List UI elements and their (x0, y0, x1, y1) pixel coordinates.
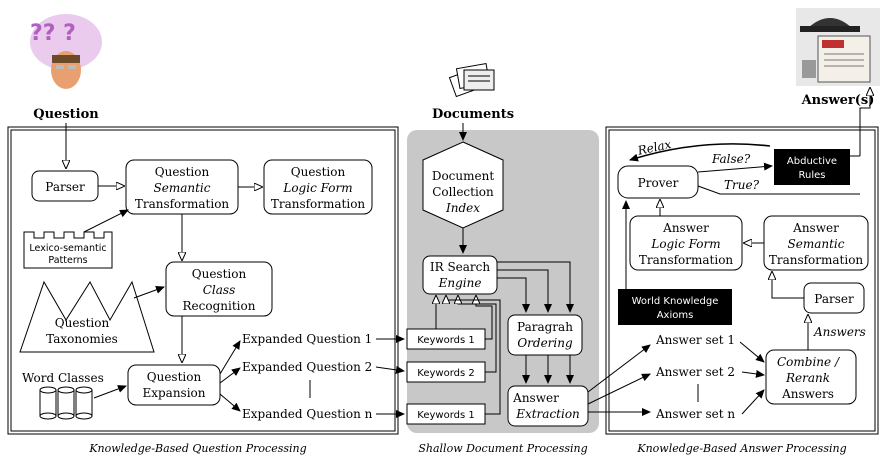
ir-search-engine-node: IR Search Engine (422, 255, 498, 295)
abd-line1: Abductive (787, 156, 837, 167)
answer-parser-node: Parser (803, 282, 865, 314)
qlf-line2: Logic Form (282, 181, 352, 195)
answer-logic-form-transformation-node: Answer Logic Form Transformation (629, 215, 743, 271)
true-label: True? (724, 178, 760, 192)
answer-parser-label: Parser (814, 292, 854, 306)
dci-line3: Index (445, 201, 480, 215)
ir-line2: Engine (438, 276, 482, 290)
parser-node: Parser (31, 170, 99, 202)
question-logic-form-transformation-node: Question Logic Form Transformation (263, 159, 373, 215)
kw3-label: Keywords 1 (417, 410, 474, 421)
question-class-recognition-node: Question Class Recognition (165, 261, 273, 317)
ae-line1: Answer (512, 391, 559, 405)
qlf-line3: Transformation (271, 197, 366, 211)
ir-line1: IR Search (430, 260, 491, 274)
thinking-face-icon: ?? ? (30, 14, 102, 89)
lexico-semantic-patterns-node: Lexico-semantic Patterns (23, 231, 113, 269)
prover-label: Prover (638, 176, 679, 190)
world-knowledge-axioms-node: World Knowledge Axioms (618, 289, 732, 325)
question-taxonomies-node: Question Taxonomies (19, 280, 155, 353)
panel-question-processing (7, 126, 399, 435)
paragraph-ordering-node: Paragrah Ordering (507, 314, 583, 356)
qst-line3: Transformation (135, 197, 230, 211)
cr-line1: Combine / (777, 355, 841, 369)
prover-node: Prover (617, 165, 699, 199)
qexp-line2: Expansion (142, 386, 205, 400)
answers-label: Answer(s) (801, 93, 875, 108)
qcr-line1: Question (192, 267, 247, 281)
panel-answer-processing (605, 126, 879, 435)
document-collection-index-node: Document Collection Index (422, 141, 504, 229)
wk-line1: World Knowledge (632, 296, 719, 307)
abd-line2: Rules (799, 170, 826, 181)
cr-line2: Rerank (785, 371, 830, 385)
expanded-question-2: Expanded Question 2 (242, 360, 372, 374)
answer-set-n: Answer set n (655, 407, 735, 421)
qst-line2: Semantic (154, 181, 211, 195)
expanded-question-n: Expanded Question n (242, 407, 373, 421)
answer-set-1: Answer set 1 (655, 333, 735, 347)
answer-extraction-node: Answer Extraction (507, 385, 589, 427)
caption-document-processing: Shallow Document Processing (418, 442, 587, 455)
answer-set-2: Answer set 2 (655, 365, 735, 379)
expanded-question-1: Expanded Question 1 (242, 332, 372, 346)
false-label: False? (711, 152, 751, 166)
dci-line1: Document (432, 169, 495, 183)
question-semantic-transformation-node: Question Semantic Transformation (125, 159, 239, 215)
cr-line3: Answers (781, 387, 834, 401)
qcr-line3: Recognition (183, 299, 256, 313)
caption-question-processing: Knowledge-Based Question Processing (88, 442, 306, 455)
qexp-line1: Question (147, 370, 202, 384)
taxo-line2: Taxonomies (46, 332, 118, 346)
parser-label: Parser (45, 180, 85, 194)
qcr-line2: Class (203, 283, 236, 297)
answer-semantic-transformation-node: Answer Semantic Transformation (763, 215, 869, 271)
lexico-line2: Patterns (48, 255, 87, 266)
ast-line1: Answer (792, 221, 839, 235)
question-marks: ?? ? (30, 21, 76, 46)
documents-icon (448, 62, 495, 98)
wk-line2: Axioms (657, 310, 694, 321)
qlf-line1: Question (291, 165, 346, 179)
answers-flow-label: Answers (813, 325, 866, 339)
relax-label: Relax (635, 137, 672, 158)
keywords-2-box: Keywords 2 (406, 361, 486, 383)
alf-line3: Transformation (639, 253, 734, 267)
alf-line1: Answer (662, 221, 709, 235)
question-expansion-node: Question Expansion (127, 364, 221, 406)
ast-line3: Transformation (769, 253, 864, 267)
word-classes-db-icon (39, 386, 93, 420)
kw1-label: Keywords 1 (417, 335, 474, 346)
word-classes-label: Word Classes (22, 371, 104, 385)
qst-line1: Question (155, 165, 210, 179)
caption-answer-processing: Knowledge-Based Answer Processing (636, 442, 846, 455)
reading-man-icon (796, 8, 880, 86)
combine-rerank-answers-node: Combine / Rerank Answers (765, 349, 857, 405)
lexico-line1: Lexico-semantic (29, 243, 106, 254)
ae-line2: Extraction (515, 407, 580, 421)
po-line1: Paragrah (517, 320, 573, 334)
abductive-rules-node: Abductive Rules (774, 149, 850, 185)
question-label: Question (33, 107, 99, 122)
ast-line2: Semantic (788, 237, 845, 251)
keywords-n-box: Keywords 1 (406, 403, 486, 425)
documents-label: Documents (432, 107, 514, 122)
dci-line2: Collection (432, 185, 494, 199)
keywords-1-box: Keywords 1 (406, 328, 486, 350)
kw2-label: Keywords 2 (417, 368, 474, 379)
alf-line2: Logic Form (650, 237, 720, 251)
po-line2: Ordering (517, 336, 573, 350)
taxo-line1: Question (55, 316, 110, 330)
